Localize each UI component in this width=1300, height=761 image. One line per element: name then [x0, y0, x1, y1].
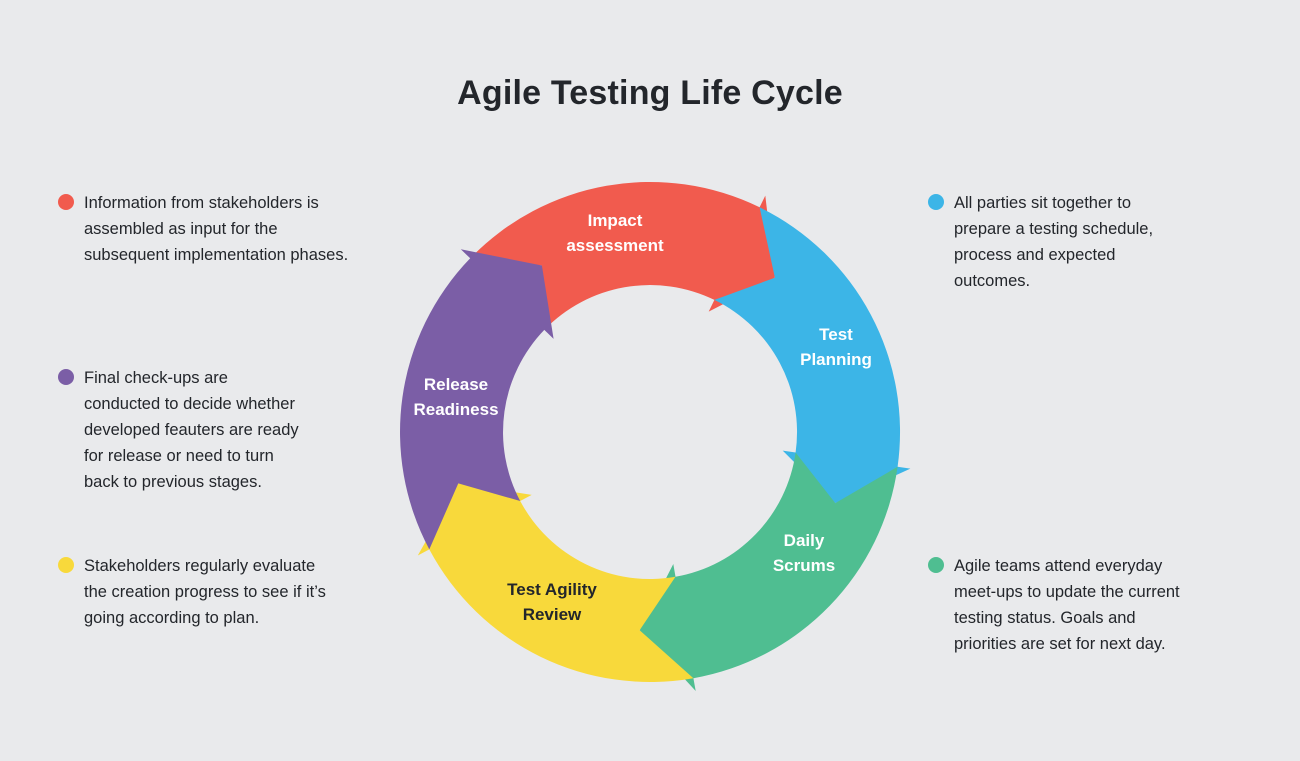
annotation-test-planning: All parties sit together to prepare a te…	[928, 190, 1153, 294]
annotation-text-impact-assessment: Information from stakeholders is assembl…	[84, 194, 349, 264]
annotation-text-release-readiness: Final check-ups are conducted to decide …	[84, 369, 299, 491]
segment-impact-assessment	[470, 181, 775, 330]
bullet-test-planning	[928, 194, 944, 210]
annotation-text-test-agility-review: Stakeholders regularly evaluate the crea…	[84, 557, 326, 627]
bullet-release-readiness	[58, 369, 74, 385]
bullet-daily-scrums	[928, 557, 944, 573]
segment-test-agility-review	[417, 483, 694, 682]
annotation-daily-scrums: Agile teams attend everyday meet-ups to …	[928, 553, 1180, 657]
annotation-release-readiness: Final check-ups are conducted to decide …	[58, 365, 299, 495]
bullet-test-agility-review	[58, 557, 74, 573]
annotation-text-test-planning: All parties sit together to prepare a te…	[954, 194, 1154, 290]
annotation-text-daily-scrums: Agile teams attend everyday meet-ups to …	[954, 557, 1180, 653]
segment-test-planning	[714, 207, 911, 504]
annotation-impact-assessment: Information from stakeholders is assembl…	[58, 190, 348, 268]
annotation-test-agility-review: Stakeholders regularly evaluate the crea…	[58, 553, 326, 631]
bullet-impact-assessment	[58, 194, 74, 210]
page-title: Agile Testing Life Cycle	[457, 74, 843, 112]
segment-release-readiness	[400, 249, 554, 550]
segment-daily-scrums	[639, 452, 898, 691]
